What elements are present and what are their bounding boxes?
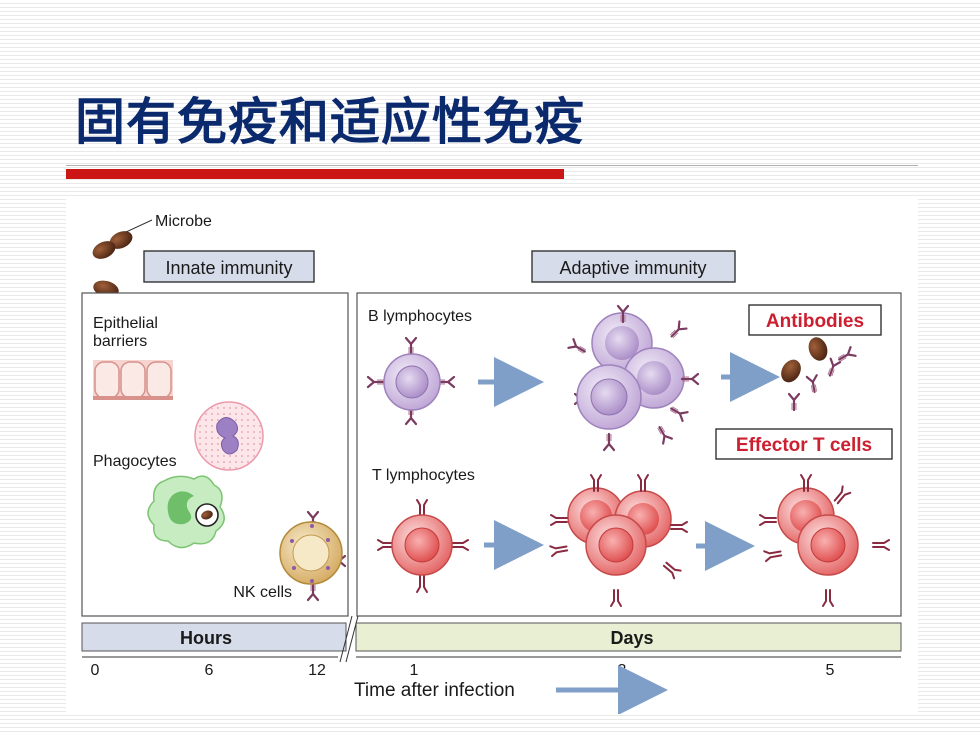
t-lymphocytes-label: T lymphocytes [372, 467, 475, 484]
antibodies-label: Antibodies [766, 311, 864, 332]
epithelial-label-line1: Epithelial [93, 315, 158, 332]
microbe-label: Microbe [155, 213, 212, 230]
effector-box [715, 428, 893, 460]
adaptive-header: Adaptive immunity [559, 258, 706, 278]
tick-label: 5 [826, 662, 835, 679]
days-bar [355, 622, 902, 652]
tick-label: 0 [91, 662, 100, 679]
t-cell-cluster-icon [549, 474, 688, 607]
tick-label: 6 [205, 662, 214, 679]
antibodies-box [748, 304, 882, 336]
nk-cell-icon [279, 510, 347, 602]
slide-title: 固有免疫和适应性免疫 [75, 93, 585, 151]
epithelial-label-line2: barriers [93, 333, 147, 350]
innate-header-box [143, 250, 315, 283]
nk-label: NK cells [233, 584, 292, 601]
b-lymphocyte-icon [366, 336, 456, 426]
title-rule-red [66, 169, 564, 179]
macrophage-icon [147, 475, 225, 549]
adaptive-header-box [531, 250, 736, 283]
time-axis-label: Time after infection [354, 680, 515, 701]
neutrophil-icon [194, 401, 264, 471]
effector-t-cells-icon [759, 474, 890, 607]
antibodies-icon [781, 337, 857, 412]
immunity-figure: Microbe Innate immunity Adaptive immunit… [66, 196, 918, 714]
epithelial-cells-icon [93, 360, 173, 400]
tick-label: 3 [618, 662, 627, 679]
axis-break-2 [345, 615, 359, 663]
b-lymphocytes-label: B lymphocytes [368, 308, 472, 325]
tick-label: 1 [410, 662, 419, 679]
innate-header: Innate immunity [165, 258, 292, 278]
hours-bar [81, 622, 347, 652]
b-cell-cluster-icon [567, 304, 700, 452]
t-lymphocyte-icon [377, 499, 469, 593]
hours-label: Hours [180, 628, 232, 648]
axis-break-1 [339, 615, 353, 663]
phagocytes-label: Phagocytes [93, 453, 177, 470]
immunity-diagram: Microbe Innate immunity Adaptive immunit… [81, 213, 902, 714]
effector-label: Effector T cells [736, 435, 872, 456]
title-rule-gray [66, 165, 918, 166]
days-label: Days [610, 628, 653, 648]
microbe-icon [92, 219, 153, 298]
tick-label: 12 [308, 662, 326, 679]
